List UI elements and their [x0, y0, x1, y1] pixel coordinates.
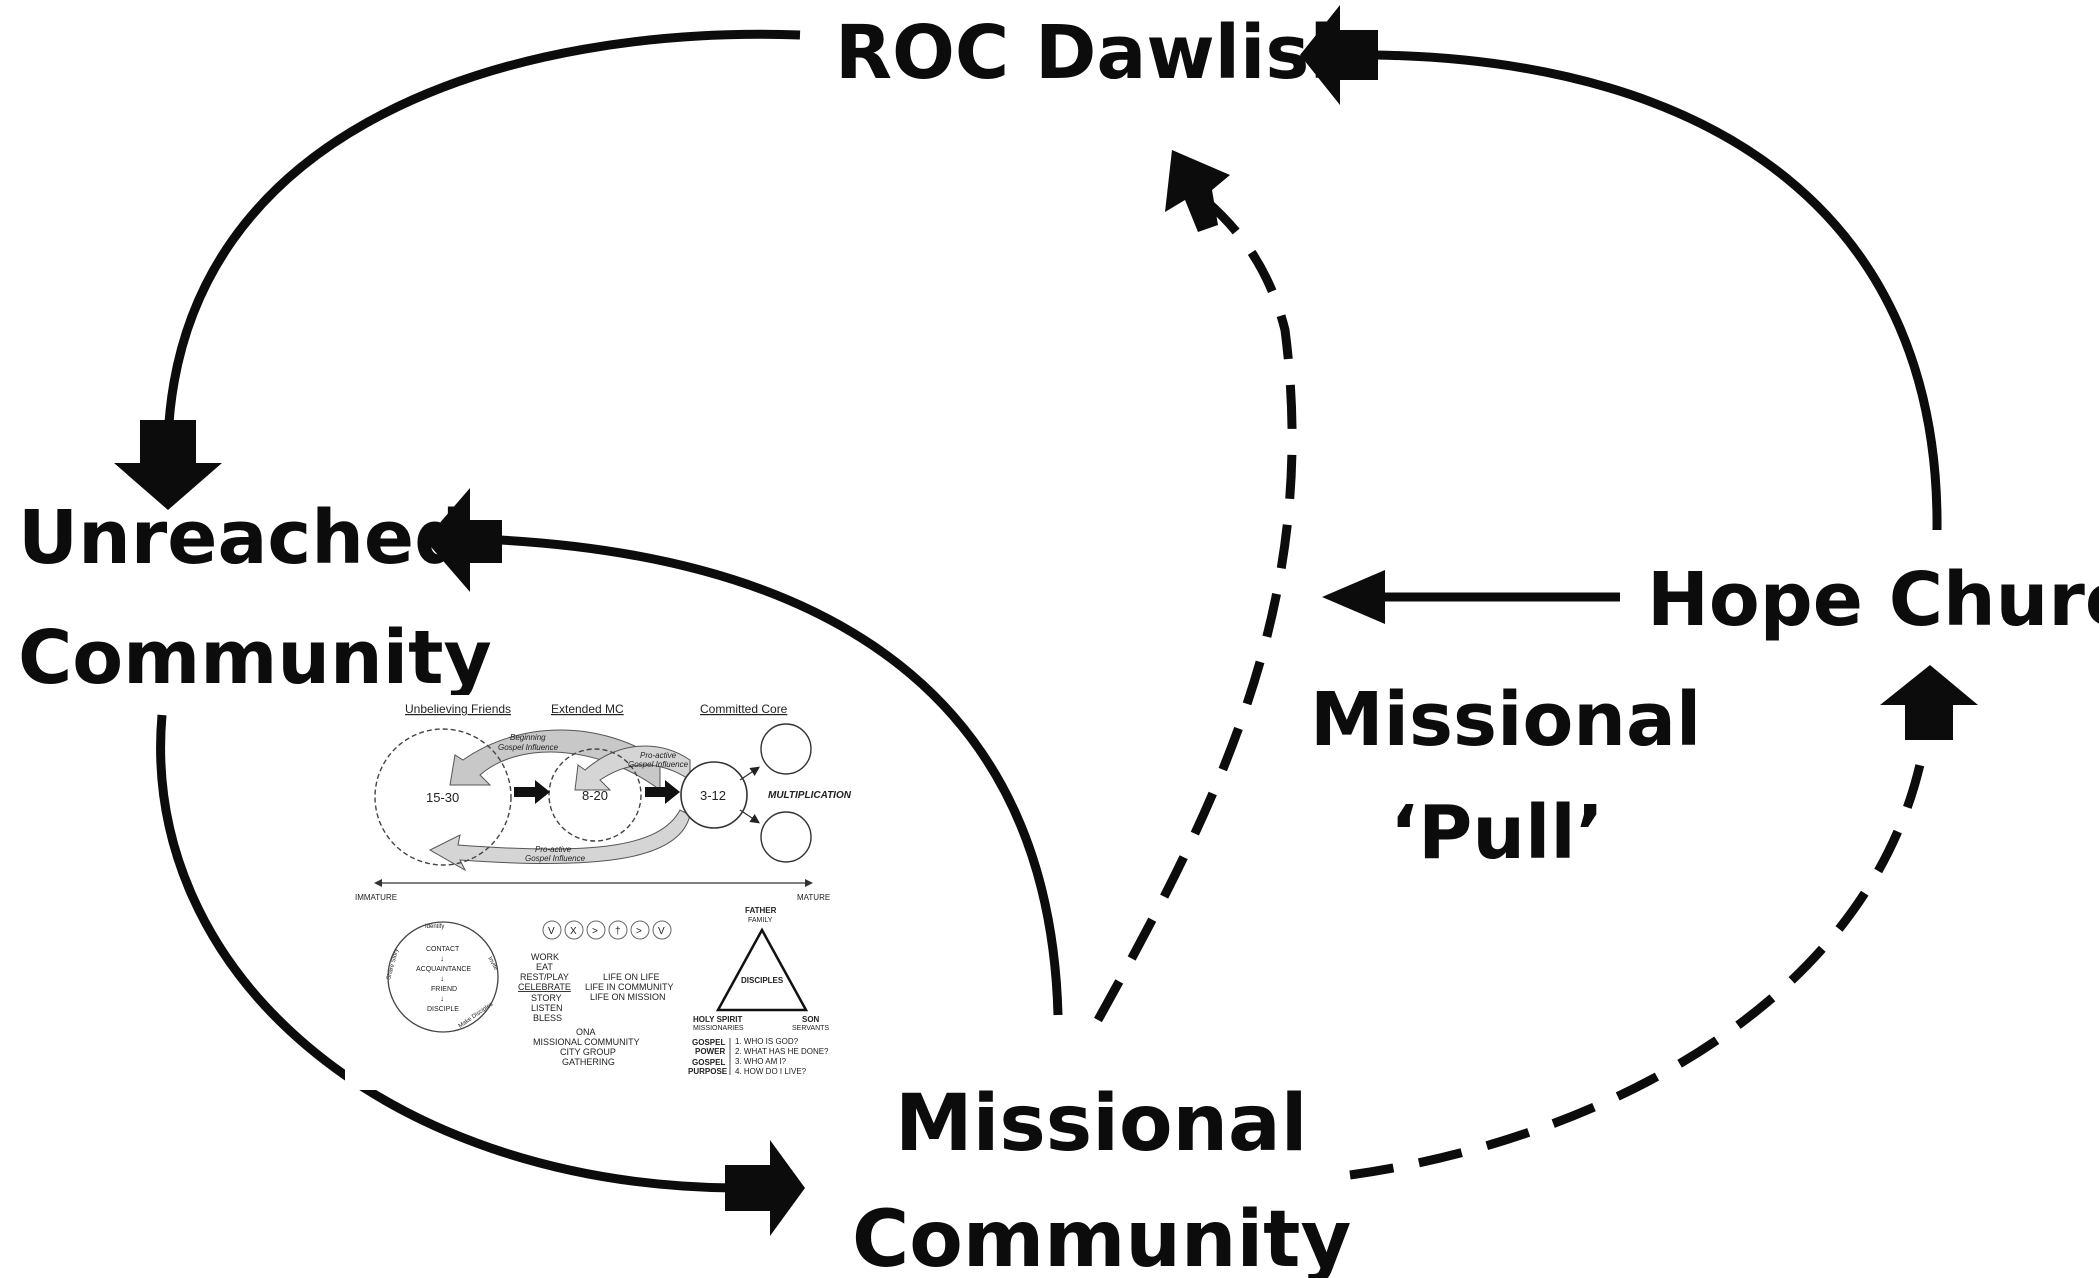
- inset-header-core: Committed Core: [700, 702, 788, 716]
- inset-triangle-servants: SERVANTS: [792, 1025, 829, 1032]
- arrowhead-missional-pull: [1322, 570, 1385, 624]
- inset-triangle-disciples: DISCIPLES: [741, 976, 784, 985]
- inset-axis-immature: IMMATURE: [355, 893, 397, 902]
- inset-triangle-father: FATHER: [745, 906, 777, 915]
- label-missional-pull-line2: ‘Pull’: [1390, 790, 1604, 876]
- inset-cycle-outer-top: Identify: [425, 924, 444, 930]
- arrow-mc-to-hope-dashed: [1349, 739, 1930, 1180]
- arrowhead-mc-to-roc: [1165, 150, 1230, 232]
- inset-axis-right-arrow: [805, 879, 813, 887]
- inset-structure-city: CITY GROUP: [560, 1047, 616, 1057]
- inset-beginning-1: Beginning: [510, 733, 546, 742]
- inset-proactive-top-2: Gospel Influence: [628, 760, 689, 769]
- inset-multiplication: MULTIPLICATION: [768, 790, 852, 801]
- inset-triangle-family: FAMILY: [748, 917, 773, 924]
- arrow-roc-to-unreached: [163, 29, 801, 441]
- inset-proactive-bottom-1: Pro-active: [535, 845, 572, 854]
- inset-cycle-acquaintance: ACQUAINTANCE: [416, 966, 471, 973]
- inset-arrow-multiply-top: [739, 766, 760, 781]
- inset-rhythm-bless: BLESS: [533, 1013, 562, 1023]
- inset-rhythm-rest: REST/PLAY: [520, 972, 569, 982]
- inset-gospel-power-2: POWER: [695, 1047, 725, 1056]
- inset-life-on-mission: LIFE ON MISSION: [590, 992, 666, 1002]
- inset-cycle-friend: FRIEND: [431, 986, 457, 993]
- arrowhead-mc-to-hope: [1880, 665, 1978, 740]
- inset-cycle-arrow-3: ↓: [440, 994, 444, 1003]
- inset-question-3: 3. WHO AM I?: [735, 1057, 787, 1066]
- inset-structure-mc: MISSIONAL COMMUNITY: [533, 1037, 640, 1047]
- inset-gospel-power-1: GOSPEL: [692, 1038, 725, 1047]
- arrow-unreached-to-mc: [156, 714, 736, 1193]
- inset-rhythm-listen: LISTEN: [531, 1003, 563, 1013]
- inset-life-on-life: LIFE ON LIFE: [603, 972, 660, 982]
- inset-triangle-holy-spirit: HOLY SPIRIT: [693, 1015, 742, 1024]
- inset-proactive-bottom-2: Gospel Influence: [525, 854, 586, 863]
- inset-rhythm-story: STORY: [531, 993, 562, 1003]
- arrowhead-roc-to-unreached: [114, 420, 222, 510]
- inset-rhythm-eat: EAT: [536, 962, 553, 972]
- inset-life-in-community: LIFE IN COMMUNITY: [585, 982, 674, 992]
- label-missional-pull-line1: Missional: [1310, 677, 1701, 763]
- inset-circle-extended: [548, 748, 642, 842]
- arrowhead-mc-to-unreached: [425, 488, 502, 592]
- inset-question-4: 4. HOW DO I LIVE?: [735, 1067, 807, 1076]
- inset-swoosh-proactive-bottom: [428, 809, 691, 872]
- inset-axis-mature: MATURE: [797, 893, 830, 902]
- arrowhead-hope-to-roc: [1300, 5, 1378, 105]
- inset-swoosh-beginning: [449, 729, 661, 791]
- inset-cycle-ring: [387, 921, 499, 1033]
- arrow-hope-to-roc: [1374, 50, 1942, 531]
- inset-symbol-1: V: [548, 926, 555, 937]
- inset-symbol-2: X: [570, 926, 577, 937]
- inset-header-unbelieving: Unbelieving Friends: [405, 702, 511, 716]
- label-missional-community-line1: Missional: [895, 1079, 1307, 1169]
- inset-mc-model: Unbelieving Friends Extended MC Committe…: [345, 695, 860, 1090]
- inset-beginning-2: Gospel Influence: [498, 743, 559, 752]
- inset-circle-multiply-top: [760, 723, 812, 775]
- label-roc-dawlish: ROC Dawlish: [835, 10, 1362, 96]
- inset-cycle-contact: CONTACT: [426, 946, 460, 953]
- inset-axis-left-arrow: [374, 879, 382, 887]
- inset-circle-unbelieving: [374, 728, 512, 866]
- inset-rhythm-celebrate: CELEBRATE: [518, 982, 571, 992]
- inset-question-2: 2. WHAT HAS HE DONE?: [735, 1047, 829, 1056]
- inset-cycle-arrow-1: ↓: [440, 954, 444, 963]
- label-hope-church: Hope Church: [1647, 557, 2099, 643]
- inset-proactive-top-1: Pro-active: [640, 751, 677, 760]
- inset-cycle-arrow-2: ↓: [440, 974, 444, 983]
- inset-question-1: 1. WHO IS GOD?: [735, 1037, 799, 1046]
- inset-circle-core: [680, 761, 748, 829]
- label-unreached-line1: Unreached: [18, 495, 467, 581]
- label-unreached-line2: Community: [18, 615, 492, 701]
- inset-cycle-disciple: DISCIPLE: [427, 1006, 459, 1013]
- inset-symbol-6: V: [658, 926, 665, 937]
- arrowhead-unreached-to-mc: [725, 1140, 805, 1236]
- inset-triangle-missionaries: MISSIONARIES: [693, 1025, 744, 1032]
- inset-arrow-1: [514, 780, 550, 804]
- inset-gospel-purpose-2: PURPOSE: [688, 1067, 728, 1076]
- inset-symbol-row: V X > † > V: [542, 920, 672, 940]
- inset-arrow-2: [645, 780, 680, 804]
- inset-symbol-3: >: [592, 926, 598, 937]
- inset-structure-ona: ONA: [576, 1027, 596, 1037]
- inset-triangle-son: SON: [802, 1015, 820, 1024]
- inset-gospel-purpose-1: GOSPEL: [692, 1058, 725, 1067]
- inset-value-unbelieving: 15-30: [426, 790, 459, 805]
- label-missional-community-line2: Community: [852, 1195, 1351, 1278]
- inset-symbol-5: >: [636, 926, 642, 937]
- inset-symbol-4: †: [615, 926, 621, 937]
- inset-header-extended: Extended MC: [551, 702, 624, 716]
- inset-arrow-multiply-bottom: [739, 809, 760, 824]
- inset-value-extended: 8-20: [582, 788, 608, 803]
- inset-structure-gathering: GATHERING: [562, 1057, 615, 1067]
- inset-value-core: 3-12: [700, 788, 726, 803]
- inset-identity-triangle: [715, 927, 809, 1012]
- inset-circle-multiply-bottom: [760, 811, 812, 863]
- arrow-mc-to-roc-dashed: [1094, 196, 1297, 1023]
- inset-rhythm-work: WORK: [531, 952, 559, 962]
- arrow-mc-to-unreached: [499, 535, 1063, 1016]
